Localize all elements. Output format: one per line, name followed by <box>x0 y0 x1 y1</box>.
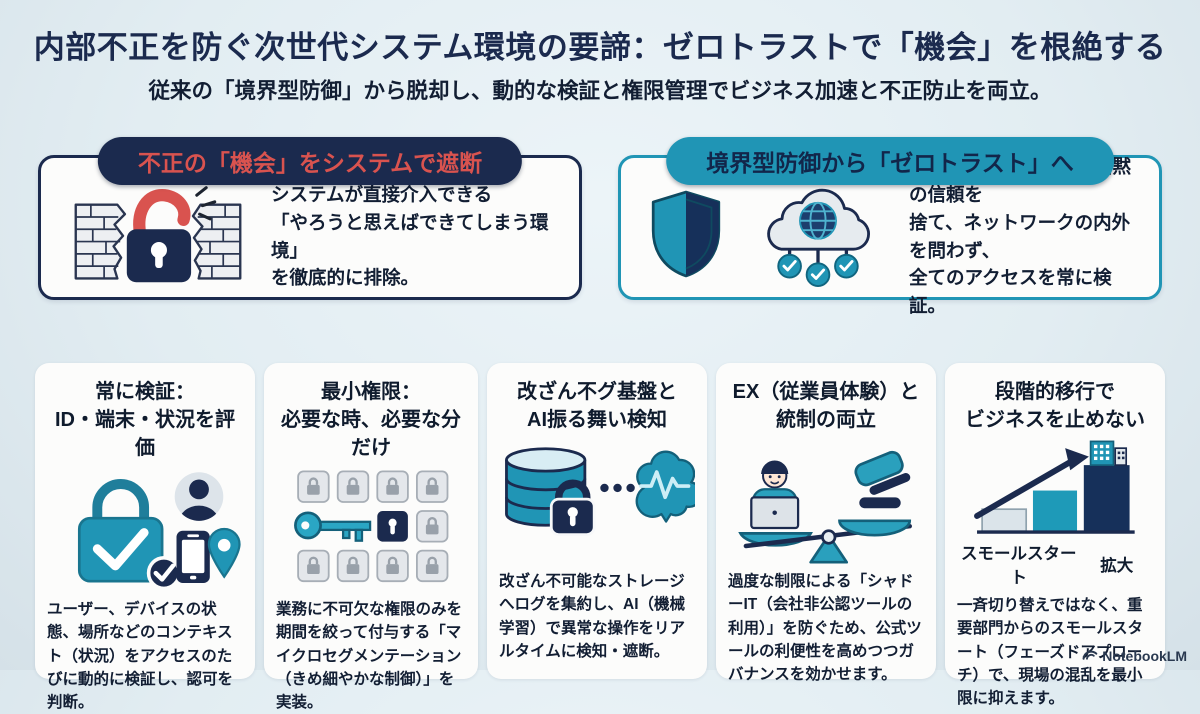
card-tamperproof-ai: 改ざん不グ基盤と AI振る舞い検知 <box>487 363 707 679</box>
bar-labels: スモールスタート 拡大 <box>957 540 1153 588</box>
panel-zero-trust: 境界型防御から「ゼロトラスト」へ <box>618 137 1162 316</box>
card-phased-migration: 段階的移行で ビジネスを止めない <box>945 363 1165 707</box>
key-icon <box>294 511 372 542</box>
page-title: 内部不正を防ぐ次世代システム環境の要諦：ゼロトラストで「機会」を根絶する <box>33 30 1167 65</box>
panel-block-opportunity-body: システムが直接介入できる 「やろうと思えばできてしまう環境」 を徹底的に排除。 <box>271 184 549 289</box>
top-panels: 不正の「機会」をシステムで遮断 システムが直接介入できる 「やろうと思えばできて… <box>38 137 1162 316</box>
shield-icon <box>645 186 727 287</box>
card-always-verify: 常に検証： ID・端末・状況を評価 <box>35 363 255 711</box>
card-always-verify-body: ユーザー、デバイスの状態、場所などのコンテキスト（状況）をアクセスのたびに動的に… <box>47 601 234 711</box>
user-avatar-icon <box>174 472 224 521</box>
bar-mid <box>1032 490 1078 532</box>
right-pan <box>838 519 912 537</box>
broken-wall-open-padlock-icon <box>65 182 251 291</box>
card-ex-governance-title: EX（従業員体験）と 統制の両立 <box>732 381 920 431</box>
locked-database-icon <box>505 447 596 536</box>
bar-label-small-start: スモールスタート <box>960 545 1077 587</box>
card-least-privilege: 最小権限： 必要な時、必要な分だけ <box>264 363 478 711</box>
brand-name: NotebookLM <box>1102 648 1187 664</box>
brand-mark: NotebookLM <box>1081 646 1187 666</box>
card-ex-governance: EX（従業員体験）と 統制の両立 <box>716 363 936 683</box>
permission-grid-icon <box>276 466 466 592</box>
check-badge-icon <box>146 556 181 591</box>
pillar-cards: 常に検証： ID・端末・状況を評価 <box>35 363 1165 711</box>
database-brain-icons <box>499 438 695 564</box>
panel-zero-trust-header: 境界型防御から「ゼロトラスト」へ <box>666 137 1114 185</box>
verified-padlock-icon <box>77 479 164 583</box>
identity-device-context-icons <box>47 466 243 592</box>
balance-scale-icon <box>728 438 924 564</box>
cloud-network-verify-icon <box>747 181 889 292</box>
gavel-icon <box>854 450 911 509</box>
bar-label-expand: 拡大 <box>1100 557 1134 575</box>
card-least-privilege-title: 最小権限： 必要な時、必要な分だけ <box>281 381 461 459</box>
ai-brain-icon <box>635 450 695 523</box>
growth-arrow <box>974 448 1089 519</box>
fulcrum <box>809 533 849 564</box>
card-ex-governance-body: 過度な制限による「シャドーIT（会社非公認ツールの利用）」を防ぐため、公式ツール… <box>728 573 922 683</box>
panel-block-opportunity: 不正の「機会」をシステムで遮断 システムが直接介入できる 「やろうと思えばできて… <box>38 137 582 300</box>
card-tamperproof-ai-body: 改ざん不可能なストレージへログを集約し、AI（機械学習）で異常な操作をリアルタイ… <box>499 573 686 660</box>
smartphone-icon <box>176 530 210 583</box>
location-pin-icon <box>207 527 241 579</box>
growth-bars-arrow-icon <box>957 438 1153 538</box>
unlocked-cell-icon <box>377 511 408 542</box>
panel-block-opportunity-header: 不正の「機会」をシステムで遮断 <box>97 137 523 185</box>
building-icon <box>1089 440 1128 466</box>
card-tamperproof-ai-title: 改ざん不グ基盤と AI振る舞い検知 <box>517 381 677 431</box>
ellipsis-dots <box>600 483 635 493</box>
page-subtitle: 従来の「境界型防御」から脱却し、動的な検証と権限管理でビジネス加速と不正防止を両… <box>148 79 1052 103</box>
card-phased-migration-title: 段階的移行で ビジネスを止めない <box>965 381 1145 431</box>
notebooklm-logo-icon <box>1081 646 1098 666</box>
card-always-verify-title: 常に検証： ID・端末・状況を評価 <box>55 381 235 459</box>
pivot <box>821 529 837 545</box>
card-least-privilege-body: 業務に不可欠な権限のみを期間を絞って付与する「マイクロセグメンテーション（きめ細… <box>276 601 463 711</box>
employee-laptop-icon <box>750 460 800 530</box>
bar-expand <box>1083 465 1130 532</box>
